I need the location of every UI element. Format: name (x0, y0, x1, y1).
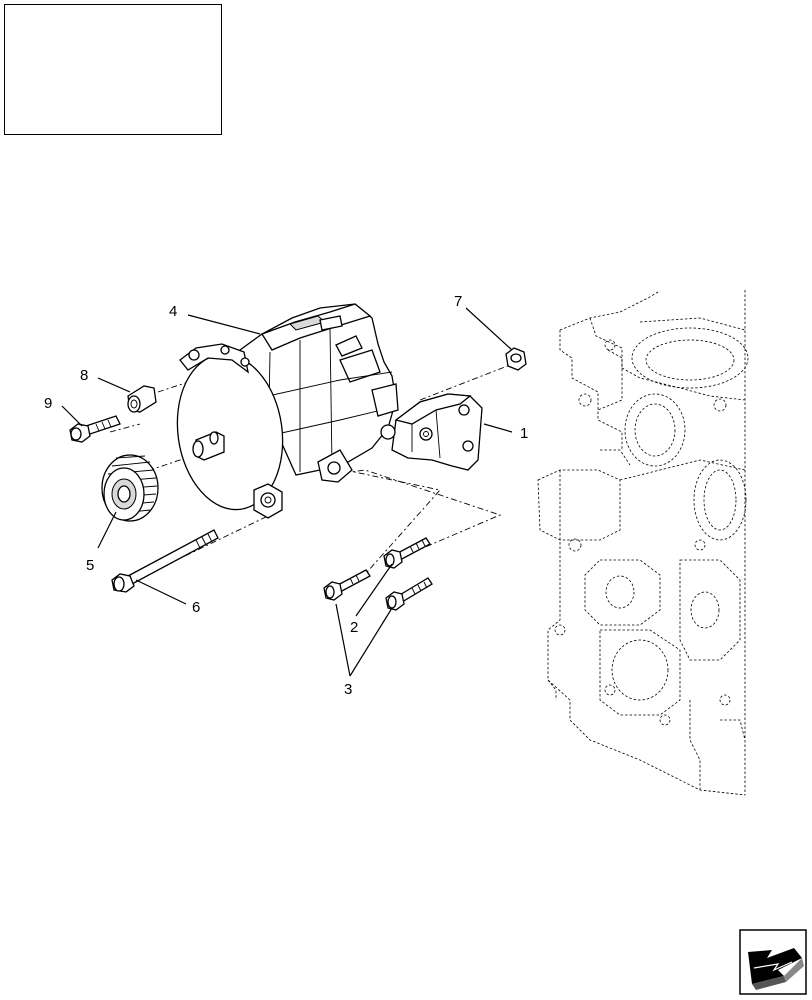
callout-2: 2 (350, 619, 358, 636)
pulley (101, 454, 159, 522)
title-box (4, 4, 222, 135)
callout-5: 5 (86, 557, 94, 574)
callout-1: 1 (520, 425, 528, 442)
callout-8: 8 (80, 367, 88, 384)
bracket-bolts (323, 537, 433, 611)
mounting-bracket (380, 393, 483, 471)
engine-block-outline (537, 290, 749, 796)
spacer (127, 385, 157, 413)
callout-6: 6 (192, 599, 200, 616)
short-bolt (69, 415, 121, 443)
callout-4: 4 (169, 303, 177, 320)
callout-3: 3 (344, 681, 352, 698)
alternator (176, 303, 399, 519)
next-page-arrow-icon[interactable] (739, 929, 807, 995)
leader-lines (61, 307, 513, 677)
long-bolt (111, 529, 219, 593)
callout-9: 9 (44, 395, 52, 412)
nut (505, 347, 527, 371)
callouts: 4 8 9 5 6 7 1 2 3 (44, 293, 528, 698)
callout-7: 7 (454, 293, 462, 310)
